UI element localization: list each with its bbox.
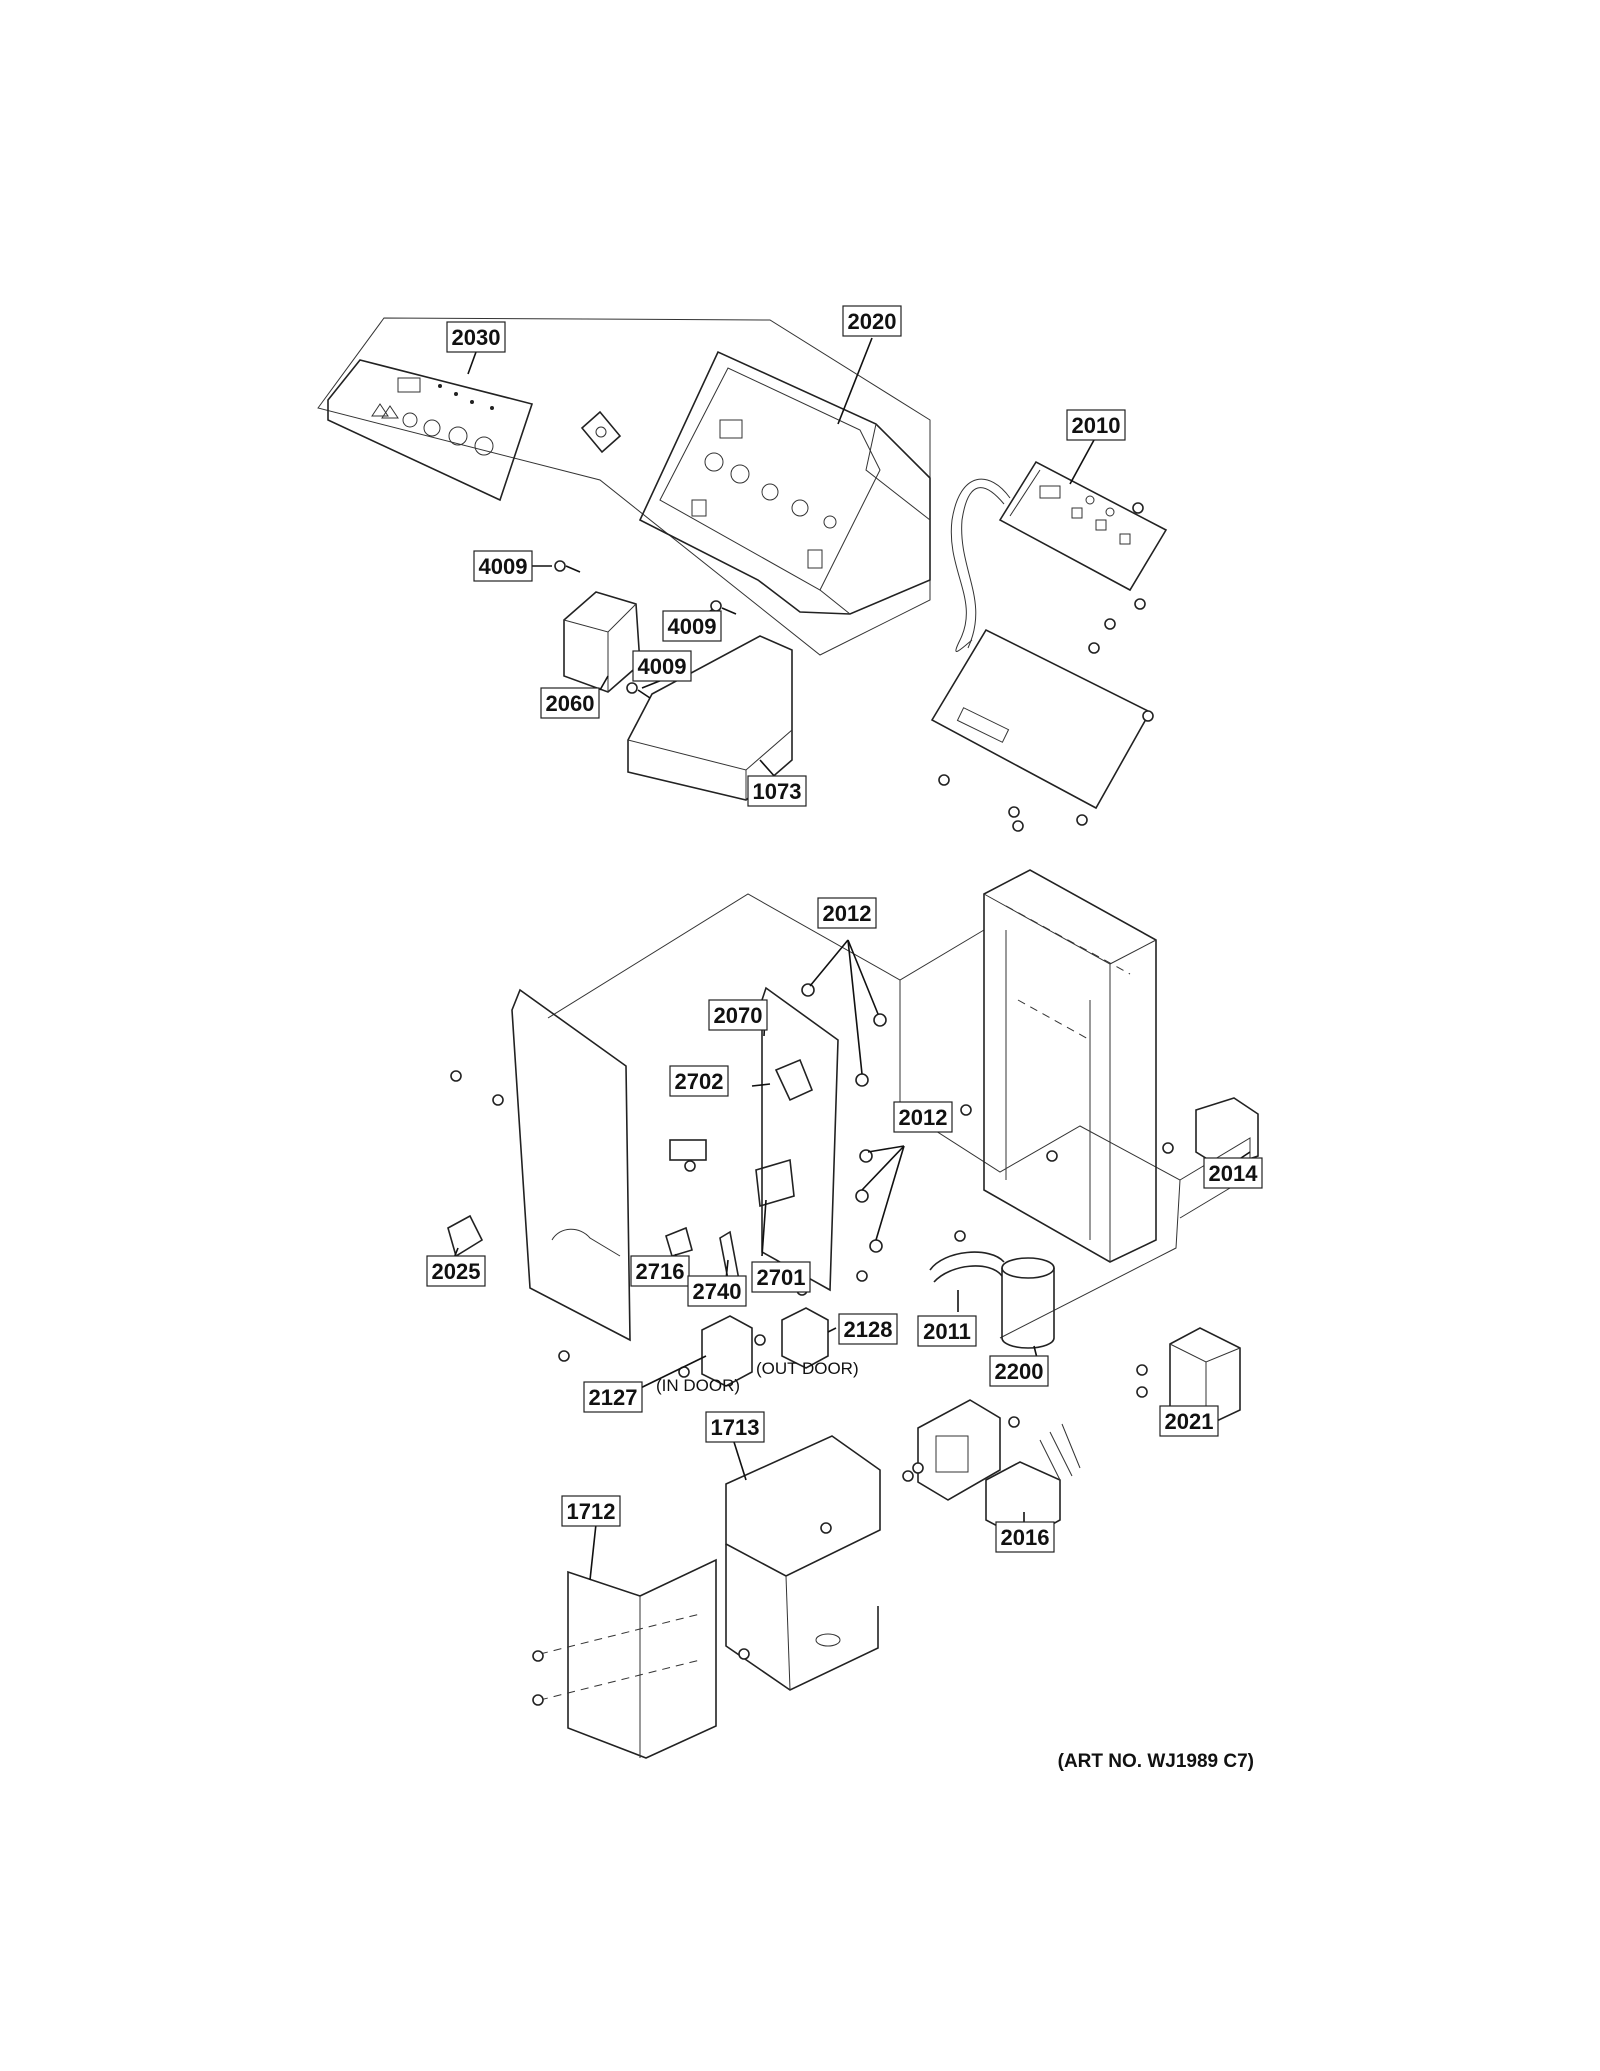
clip-2012-icons <box>801 983 887 1253</box>
connector-2716 <box>665 1226 693 1257</box>
pcb-2070-part <box>761 986 839 1292</box>
in-door-note: (IN DOOR) <box>656 1376 740 1395</box>
svg-text:2740: 2740 <box>693 1279 742 1304</box>
svg-text:2702: 2702 <box>675 1069 724 1094</box>
label-4009-c: 4009 <box>632 650 692 682</box>
left-side-panel <box>511 988 631 1342</box>
label-2016: 2016 <box>995 1521 1055 1553</box>
label-2702: 2702 <box>669 1065 729 1097</box>
label-2020: 2020 <box>842 305 902 337</box>
housing-display-window <box>719 419 743 439</box>
label-2014: 2014 <box>1203 1157 1263 1189</box>
svg-text:2014: 2014 <box>1209 1161 1259 1186</box>
relay-2701 <box>755 1158 795 1208</box>
svg-text:2010: 2010 <box>1072 413 1121 438</box>
svg-text:2016: 2016 <box>1001 1525 1050 1550</box>
housing-knobs <box>691 452 837 569</box>
pcb-components <box>1039 485 1131 545</box>
label-2025: 2025 <box>426 1255 486 1287</box>
svg-text:2200: 2200 <box>995 1359 1044 1384</box>
svg-text:2012: 2012 <box>823 901 872 926</box>
relay-socket <box>774 1058 814 1102</box>
cover-hole <box>815 1633 841 1647</box>
nameplate-display-window <box>397 377 421 393</box>
cover-1712-part <box>567 1558 717 1759</box>
cover-assembly <box>532 1435 914 1759</box>
transformer-2128 <box>781 1307 829 1369</box>
label-1713: 1713 <box>705 1411 765 1443</box>
svg-text:2070: 2070 <box>714 1003 763 1028</box>
nameplate-buttons <box>371 384 494 456</box>
svg-text:2030: 2030 <box>452 325 501 350</box>
svg-text:2716: 2716 <box>636 1259 685 1284</box>
label-1073: 1073 <box>747 775 807 807</box>
svg-text:2701: 2701 <box>757 1265 806 1290</box>
cover-1073-part <box>627 635 793 801</box>
label-2060: 2060 <box>540 687 600 719</box>
square-gasket <box>580 410 622 454</box>
nameplate-2030-part <box>327 359 534 502</box>
svg-text:2060: 2060 <box>546 691 595 716</box>
label-2701: 2701 <box>751 1261 811 1293</box>
switch-2014-part <box>1195 1097 1259 1169</box>
svg-text:1073: 1073 <box>753 779 802 804</box>
svg-text:2011: 2011 <box>923 1319 971 1344</box>
bracket <box>917 1399 1001 1501</box>
label-2011: 2011 <box>917 1315 977 1347</box>
svg-text:1713: 1713 <box>711 1415 760 1440</box>
label-2030: 2030 <box>446 321 506 353</box>
svg-text:1712: 1712 <box>567 1499 616 1524</box>
svg-text:4009: 4009 <box>638 654 687 679</box>
svg-text:2025: 2025 <box>432 1259 481 1284</box>
out-door-note: (OUT DOOR) <box>756 1359 859 1378</box>
label-2716: 2716 <box>630 1255 690 1287</box>
terminal-block <box>669 1139 707 1161</box>
label-2021: 2021 <box>1159 1405 1219 1437</box>
svg-text:2020: 2020 <box>848 309 897 334</box>
label-2200: 2200 <box>989 1355 1049 1387</box>
label-2128: 2128 <box>838 1313 898 1345</box>
control-box-assembly <box>447 869 1259 1541</box>
screw-icons-middle <box>450 1070 1174 1474</box>
control-housing-2020-part <box>638 350 931 615</box>
control-panel-assembly <box>317 317 1168 832</box>
board-connector <box>956 707 1010 743</box>
label-2127: 2127 <box>583 1381 643 1413</box>
part-labels: 2030 2020 2010 4009 4009 4009 2060 1073 … <box>426 305 1263 1553</box>
capacitor-top <box>1001 1257 1055 1279</box>
label-2740: 2740 <box>687 1275 747 1307</box>
control-box-outline <box>547 893 985 1019</box>
svg-text:4009: 4009 <box>668 614 717 639</box>
leader-1712 <box>589 1523 597 1581</box>
leader-1713 <box>733 1441 747 1481</box>
label-2010: 2010 <box>1066 409 1126 441</box>
clip-2025 <box>447 1214 484 1258</box>
wire-harness <box>950 478 1011 652</box>
right-chassis <box>983 869 1157 1263</box>
cover-1713-part <box>725 1435 881 1577</box>
cover-2060-part <box>563 591 641 693</box>
svg-text:2128: 2128 <box>844 1317 893 1342</box>
label-4009-b: 4009 <box>662 610 722 642</box>
label-2012-a: 2012 <box>817 897 877 929</box>
label-2012-b: 2012 <box>893 1101 953 1133</box>
transformer-2127 <box>701 1315 753 1387</box>
label-2070: 2070 <box>708 999 768 1031</box>
pcb-2010-part <box>998 460 1168 592</box>
label-4009-a: 4009 <box>473 550 533 582</box>
svg-text:2012: 2012 <box>899 1105 948 1130</box>
svg-text:4009: 4009 <box>479 554 528 579</box>
capacitor-2200-part <box>1001 1268 1055 1349</box>
svg-text:2127: 2127 <box>589 1385 638 1410</box>
bracket-opening <box>935 1435 969 1473</box>
art-number: (ART NO. WJ1989 C7) <box>1058 1751 1254 1772</box>
strap-2011-part <box>929 1251 1005 1283</box>
terminal-2016-part <box>985 1461 1061 1541</box>
screw-icons-lower <box>532 1470 914 1706</box>
main-control-board <box>930 628 1152 810</box>
label-1712: 1712 <box>561 1495 621 1527</box>
svg-text:2021: 2021 <box>1165 1409 1214 1434</box>
